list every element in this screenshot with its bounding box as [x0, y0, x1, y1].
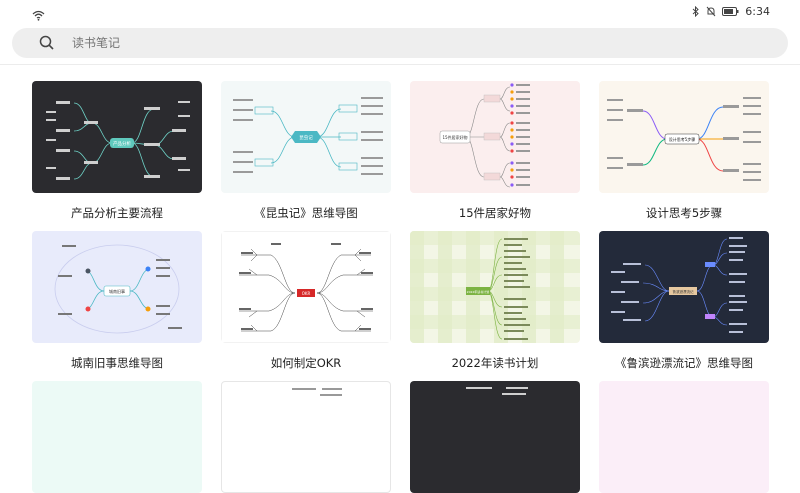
status-bar: 6:34: [0, 0, 800, 26]
template-thumbnail[interactable]: [32, 381, 202, 493]
search-bar[interactable]: [12, 28, 788, 58]
template-thumbnail[interactable]: 产品分析: [32, 81, 202, 193]
template-card-okr[interactable]: OKR 如何制定OKR: [221, 231, 391, 370]
template-thumbnail[interactable]: 鲁滨逊漂流记: [599, 231, 769, 343]
wifi-icon: [32, 6, 45, 25]
template-thumbnail[interactable]: [599, 381, 769, 493]
template-title: 产品分析主要流程: [71, 206, 163, 220]
template-card-reading-plan[interactable]: 2022年读书计划 2022年读书计划: [410, 231, 580, 370]
template-thumbnail[interactable]: 昆虫记: [221, 81, 391, 193]
template-title: 15件居家好物: [458, 206, 532, 220]
template-title: 《昆虫记》思维导图: [254, 206, 358, 220]
bluetooth-icon: [692, 6, 700, 17]
template-thumbnail[interactable]: 15件居家好物: [410, 81, 580, 193]
template-thumbnail[interactable]: OKR: [221, 231, 391, 343]
template-thumbnail[interactable]: 城南旧事: [32, 231, 202, 343]
status-time: 6:34: [745, 5, 770, 18]
mindmap-center-label: 昆虫记: [299, 134, 313, 141]
template-thumbnail[interactable]: 2022年读书计划: [410, 231, 580, 343]
template-thumbnail[interactable]: [410, 381, 580, 493]
template-card-insect-notes[interactable]: 昆虫记 《昆虫记》思维导图: [221, 81, 391, 220]
mindmap-center-label: 15件居家好物: [442, 134, 467, 140]
divider: [0, 64, 800, 65]
search-input[interactable]: [72, 28, 672, 58]
template-card-partial[interactable]: [32, 381, 202, 493]
mindmap-center-label: 鲁滨逊漂流记: [673, 289, 694, 294]
mindmap-center-label: OKR: [302, 291, 311, 296]
mindmap-center-label: 城南旧事: [109, 288, 125, 294]
template-grid: 产品分析 产品分析主要流程: [32, 81, 769, 493]
battery-icon: [722, 7, 739, 16]
template-title: 城南旧事思维导图: [71, 356, 163, 370]
template-card-partial[interactable]: [599, 381, 769, 493]
template-card-product-analysis[interactable]: 产品分析 产品分析主要流程: [32, 81, 202, 220]
template-title: 设计思考5步骤: [645, 206, 723, 220]
mindmap-center-label: 2022年读书计划: [467, 289, 490, 294]
template-card-design-thinking[interactable]: 设计思考5步骤 设计思考5步骤: [599, 81, 769, 220]
template-thumbnail[interactable]: 设计思考5步骤: [599, 81, 769, 193]
search-icon: [39, 35, 55, 55]
template-title: 如何制定OKR: [270, 356, 342, 370]
mute-bell-icon: [706, 6, 716, 17]
template-card-robinson[interactable]: 鲁滨逊漂流记 《鲁滨逊漂流记》思维导图: [599, 231, 769, 370]
template-card-old-south[interactable]: 城南旧事 城南旧事思维导图: [32, 231, 202, 370]
template-thumbnail[interactable]: [221, 381, 391, 493]
mindmap-center-label: 产品分析: [113, 140, 131, 147]
template-card-partial[interactable]: [221, 381, 391, 493]
template-card-partial[interactable]: [410, 381, 580, 493]
template-title: 《鲁滨逊漂流记》思维导图: [615, 356, 753, 370]
template-title: 2022年读书计划: [451, 356, 539, 370]
template-card-home-goods[interactable]: 15件居家好物: [410, 81, 580, 220]
mindmap-center-label: 设计思考5步骤: [669, 136, 696, 142]
